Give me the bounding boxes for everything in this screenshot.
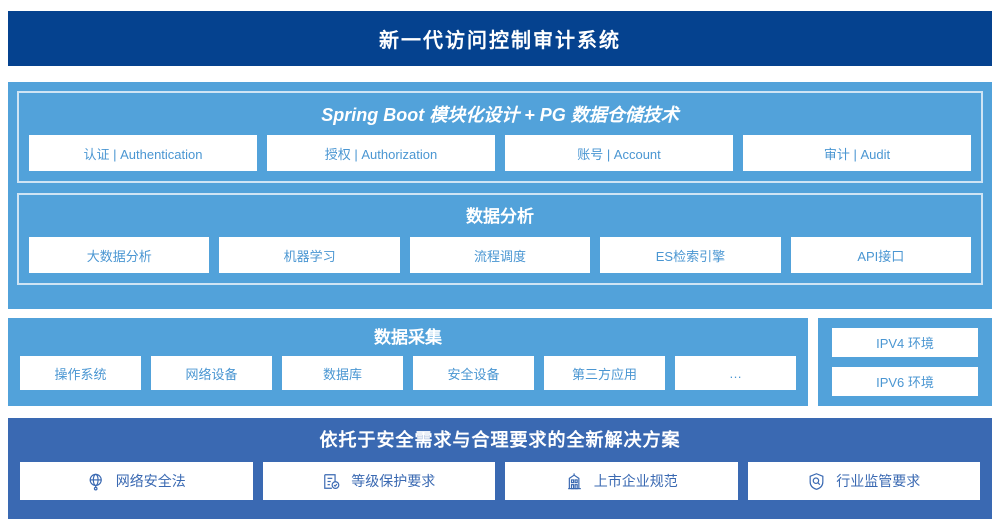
page-title: 新一代访问控制审计系统 <box>379 30 621 52</box>
chip-label: 行业监管要求 <box>836 473 921 489</box>
platform-module-audit[interactable]: 审计 | Audit <box>743 135 971 171</box>
chip-label: 授权 | Authorization <box>324 146 438 162</box>
chip-label: 认证 | Authentication <box>83 146 203 162</box>
bank-building-icon <box>565 472 584 491</box>
document-check-icon <box>322 472 341 491</box>
analytics-module-es-search[interactable]: ES检索引擎 <box>600 237 781 273</box>
analytics-module-api[interactable]: API接口 <box>790 237 972 273</box>
data-collection-title: 数据采集 <box>374 328 442 347</box>
platform-section-title: Spring Boot 模块化设计 + PG 数据仓储技术 <box>321 105 679 125</box>
ip-environment-panel: IPV4 环境 IPV6 环境 <box>818 318 992 406</box>
platform-section: Spring Boot 模块化设计 + PG 数据仓储技术 认证 | Authe… <box>17 91 983 183</box>
chip-label: 机器学习 <box>283 248 336 264</box>
architecture-panel: Spring Boot 模块化设计 + PG 数据仓储技术 认证 | Authe… <box>8 82 992 309</box>
platform-module-row: 认证 | Authentication 授权 | Authorization 账… <box>29 135 971 171</box>
analytics-module-row: 大数据分析 机器学习 流程调度 ES检索引擎 API接口 <box>29 237 972 273</box>
chip-label: 流程调度 <box>474 248 527 264</box>
compliance-item-cybersecurity-law[interactable]: 网络安全法 <box>20 462 253 500</box>
globe-network-icon <box>87 472 106 491</box>
compliance-title: 依托于安全需求与合理要求的全新解决方案 <box>319 430 681 450</box>
analytics-section-title: 数据分析 <box>466 207 534 226</box>
chip-label: … <box>729 365 742 381</box>
analytics-module-machine-learning[interactable]: 机器学习 <box>219 237 400 273</box>
chip-label: 第三方应用 <box>571 366 637 382</box>
compliance-item-row: 网络安全法 等级保护要求 <box>20 462 980 500</box>
platform-module-authorization[interactable]: 授权 | Authorization <box>267 135 495 171</box>
data-source-more[interactable]: … <box>675 356 796 390</box>
compliance-item-classified-protection[interactable]: 等级保护要求 <box>262 462 495 500</box>
page-header: 新一代访问控制审计系统 <box>8 11 992 66</box>
data-source-operating-system[interactable]: 操作系统 <box>20 356 141 390</box>
chip-label: 数据库 <box>322 366 362 382</box>
ip-environment-ipv6[interactable]: IPV6 环境 <box>832 367 978 396</box>
chip-label: 审计 | Audit <box>823 146 891 162</box>
platform-module-account[interactable]: 账号 | Account <box>505 135 733 171</box>
chip-label: 操作系统 <box>54 366 107 382</box>
data-collection-panel: 数据采集 操作系统 网络设备 数据库 安全设备 第三方应用 … <box>8 318 808 406</box>
chip-label: ES检索引擎 <box>655 248 726 264</box>
chip-label: IPV6 环境 <box>876 375 934 390</box>
chip-label: IPV4 环境 <box>876 336 934 351</box>
chip-label: 账号 | Account <box>577 146 661 162</box>
data-source-third-party-app[interactable]: 第三方应用 <box>544 356 665 390</box>
compliance-panel: 依托于安全需求与合理要求的全新解决方案 网络安全法 <box>8 418 992 519</box>
chip-label: 网络安全法 <box>115 473 186 489</box>
chip-label: 大数据分析 <box>86 248 152 264</box>
data-source-network-device[interactable]: 网络设备 <box>151 356 272 390</box>
chip-label: 网络设备 <box>185 366 238 382</box>
shield-search-icon <box>807 472 826 491</box>
platform-module-authentication[interactable]: 认证 | Authentication <box>29 135 257 171</box>
chip-label: API接口 <box>857 248 905 264</box>
analytics-module-bigdata[interactable]: 大数据分析 <box>29 237 210 273</box>
chip-label: 安全设备 <box>447 366 500 382</box>
ip-environment-ipv4[interactable]: IPV4 环境 <box>832 328 978 357</box>
data-source-security-device[interactable]: 安全设备 <box>413 356 534 390</box>
data-source-row: 操作系统 网络设备 数据库 安全设备 第三方应用 … <box>20 356 796 390</box>
data-source-database[interactable]: 数据库 <box>282 356 403 390</box>
compliance-item-listed-company-standard[interactable]: 上市企业规范 <box>505 462 738 500</box>
chip-label: 等级保护要求 <box>351 473 436 489</box>
compliance-item-industry-supervision[interactable]: 行业监管要求 <box>747 462 980 500</box>
analytics-section: 数据分析 大数据分析 机器学习 流程调度 ES检索引擎 API接口 <box>17 193 983 285</box>
analytics-module-process-scheduling[interactable]: 流程调度 <box>409 237 591 273</box>
chip-label: 上市企业规范 <box>593 473 678 489</box>
